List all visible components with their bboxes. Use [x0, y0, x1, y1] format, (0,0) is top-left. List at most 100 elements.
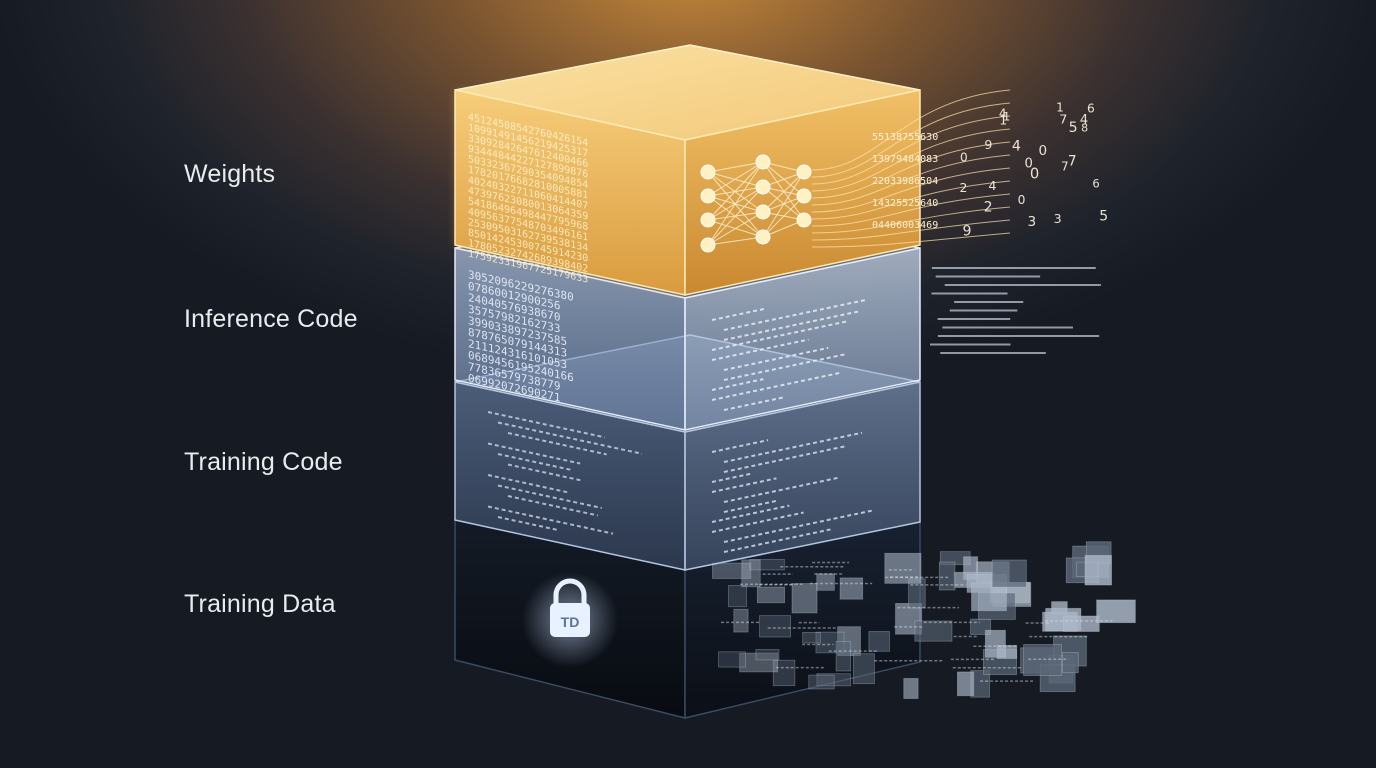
data-documents-stream	[712, 541, 1136, 699]
floating-digit: 3	[1054, 211, 1062, 226]
code-line	[711, 511, 804, 533]
code-line	[723, 299, 866, 331]
data-document	[756, 586, 786, 604]
network-edge	[707, 161, 764, 221]
data-document	[884, 552, 922, 584]
floating-digit: 1	[1056, 101, 1064, 115]
stream-line	[811, 154, 1011, 206]
network-node	[796, 212, 812, 228]
code-line	[711, 338, 809, 361]
network-node	[755, 229, 771, 245]
training-data-block: TD	[454, 519, 1136, 719]
network-node	[700, 212, 716, 228]
network-edge	[762, 171, 805, 238]
floating-digit: 6	[1087, 102, 1095, 116]
floating-digit: 0	[1039, 143, 1048, 159]
data-document	[1096, 599, 1136, 624]
data-document	[1084, 554, 1112, 586]
floating-digit: 4	[988, 178, 996, 193]
data-document	[791, 583, 818, 614]
code-line	[497, 453, 572, 471]
network-node	[700, 188, 716, 204]
inference-binary-digits: 3052096229276380078600129002562404057693…	[468, 268, 574, 405]
data-document	[772, 659, 796, 687]
data-document	[749, 558, 785, 571]
network-node	[755, 154, 771, 170]
code-line	[507, 463, 582, 482]
stream-line	[811, 167, 1011, 213]
floating-digit: 3	[1027, 214, 1036, 230]
floating-digit: 0	[1018, 193, 1026, 207]
weights-number-streams: 5513875563013979484083220339865041432552…	[811, 89, 1108, 248]
code-line	[711, 371, 841, 401]
code-line	[723, 346, 829, 371]
data-document	[712, 562, 752, 579]
floating-digit: 9	[963, 224, 972, 240]
floating-digit: 2	[984, 199, 993, 215]
stream-line	[811, 206, 1011, 234]
floating-digit: 5	[1069, 120, 1078, 136]
floating-digit: 4	[1012, 139, 1021, 155]
code-line	[507, 495, 599, 517]
network-node	[700, 237, 716, 253]
floating-digit: 4	[1080, 113, 1088, 128]
code-line	[723, 309, 862, 341]
floating-digit: 7	[1061, 159, 1069, 173]
network-edge	[707, 161, 764, 173]
data-document	[733, 608, 749, 633]
network-node	[796, 164, 812, 180]
weights-number-grid: 4512450854276042615410991491456219425317…	[468, 112, 588, 286]
floating-digit: 8	[1081, 122, 1088, 135]
floating-digit: 5	[1099, 208, 1108, 224]
data-document	[739, 652, 779, 673]
data-document	[956, 671, 975, 697]
code-line	[711, 439, 769, 453]
inference-code-lines-side	[711, 299, 866, 411]
data-document	[816, 573, 835, 591]
network-edge	[707, 161, 764, 197]
stream-number: 14325525640	[872, 198, 938, 209]
data-document	[808, 674, 835, 690]
data-document	[755, 649, 780, 661]
stream-number: 22033986504	[872, 176, 938, 187]
data-document	[1023, 644, 1062, 676]
floating-digit: 4	[999, 106, 1007, 120]
code-line	[711, 320, 849, 351]
floating-digit: 7	[1059, 112, 1067, 127]
code-line	[487, 411, 605, 439]
data-document	[835, 641, 852, 672]
floating-digit: 2	[959, 180, 967, 195]
data-document	[991, 559, 1027, 588]
data-document	[914, 620, 953, 642]
stream-line	[811, 219, 1011, 241]
training-code-lines-side	[711, 431, 873, 553]
floating-digit: 0	[1030, 166, 1039, 183]
stream-line	[811, 193, 1011, 227]
data-document	[728, 585, 747, 608]
network-edge	[707, 236, 764, 246]
stream-number: 13979484083	[872, 154, 938, 165]
code-line	[723, 499, 779, 513]
data-document	[938, 561, 956, 591]
stream-number: 04406003469	[872, 220, 938, 231]
inference-output-lines	[930, 267, 1101, 354]
data-document	[868, 631, 890, 652]
stream-line	[811, 141, 1011, 199]
stream-line	[811, 232, 1011, 248]
data-document	[984, 629, 1006, 658]
lock-badge-text: TD	[561, 614, 580, 630]
network-edge	[707, 186, 764, 246]
stream-line	[811, 102, 1011, 178]
code-line	[711, 504, 790, 523]
stream-number: 55138755630	[872, 132, 938, 143]
code-line	[723, 396, 784, 411]
stream-line	[811, 115, 1011, 185]
data-document	[802, 631, 821, 644]
network-node	[755, 204, 771, 220]
network-edge	[762, 195, 805, 238]
floating-digit: 1	[999, 114, 1007, 128]
stream-line	[811, 180, 1011, 220]
data-document	[1062, 652, 1079, 674]
code-line	[487, 505, 614, 535]
